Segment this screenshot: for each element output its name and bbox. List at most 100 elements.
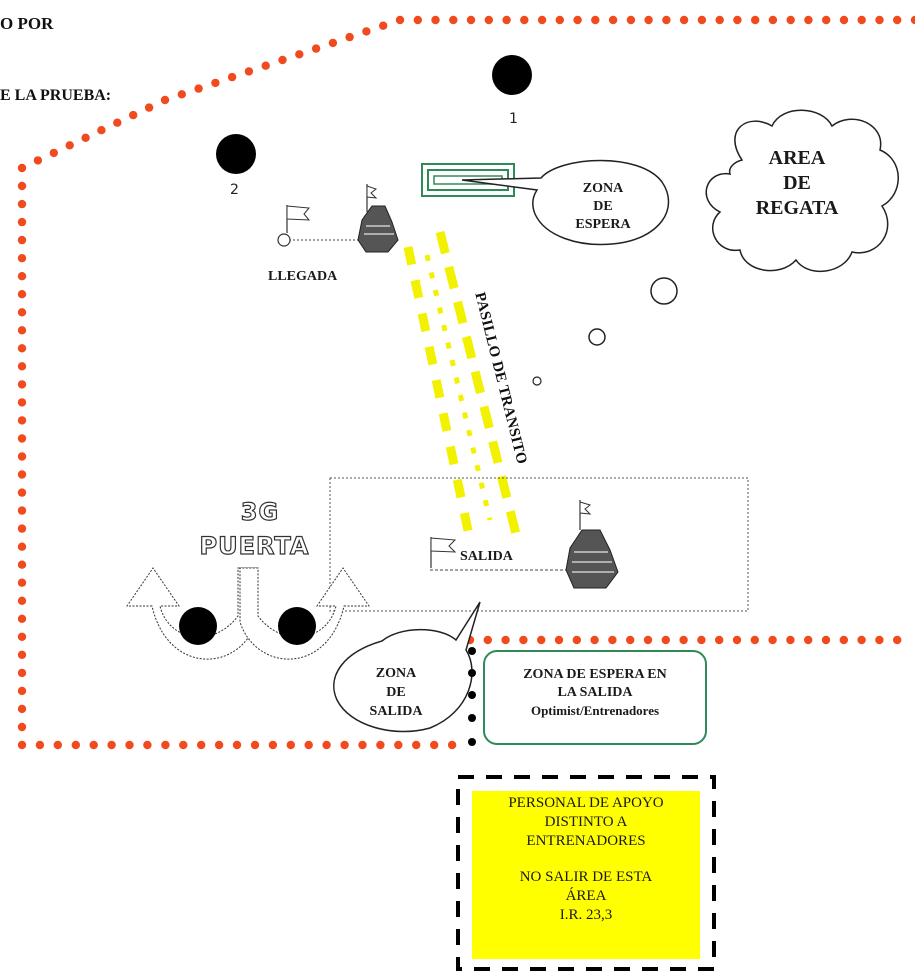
boundary-dot <box>910 15 915 25</box>
boundary-dot <box>144 103 154 112</box>
header-line-1: O POR <box>0 14 54 33</box>
mark-1 <box>492 55 532 95</box>
boundary-dot <box>591 15 600 25</box>
boundary-dot <box>17 434 27 443</box>
boundary-dot <box>97 126 106 135</box>
race-area-boundary <box>17 15 915 750</box>
llegada-label: LLEGADA <box>268 269 338 284</box>
boundary-dot <box>768 635 777 645</box>
boundary-dot <box>17 722 27 732</box>
boundary-dot <box>857 635 866 645</box>
boundary-dot <box>502 15 511 25</box>
boundary-dot <box>893 635 902 645</box>
boundary-dot <box>17 650 27 659</box>
boundary-dot <box>89 740 98 750</box>
boundary-dot <box>35 740 45 750</box>
salida-label: SALIDA <box>460 549 513 564</box>
boundary-dot <box>322 740 331 750</box>
finish-line <box>277 205 360 247</box>
boundary-dot <box>286 740 295 750</box>
boundary-dot <box>17 344 27 353</box>
boundary-dot <box>17 398 27 407</box>
boundary-dot <box>211 78 220 88</box>
boundary-dot <box>311 44 321 53</box>
boundary-dot <box>17 217 27 227</box>
support-personnel-area <box>456 775 716 971</box>
boundary-dot <box>608 635 617 645</box>
gate-mark-right <box>278 607 316 645</box>
boundary-dot <box>197 740 206 750</box>
boundary-dot <box>17 542 27 551</box>
mark-2 <box>216 134 256 174</box>
boundary-dot <box>261 61 270 70</box>
boundary-dot <box>250 740 260 750</box>
boundary-dot <box>537 15 547 25</box>
boundary-dot <box>244 67 254 76</box>
boundary-dot <box>768 15 778 25</box>
boundary-dot <box>160 95 170 105</box>
boundary-dot <box>857 15 866 25</box>
puerta-label: PUERTA <box>199 531 310 560</box>
boundary-dot <box>376 740 385 750</box>
callout-zona-salida <box>333 601 481 733</box>
boundary-dot <box>17 560 27 569</box>
boundary-dot <box>679 635 688 645</box>
boundary-dot <box>17 596 27 605</box>
boundary-dot <box>81 133 90 142</box>
boundary-dot <box>786 15 795 25</box>
boundary-dot <box>804 635 813 645</box>
boundary-dot <box>125 740 134 750</box>
cloud-bubble-medium <box>588 328 606 346</box>
boundary-dot <box>268 740 278 750</box>
boundary-dot <box>626 635 635 645</box>
boundary-dot <box>17 470 27 479</box>
boundary-dot <box>358 740 367 750</box>
gate-3g-label: 3G <box>240 497 280 526</box>
boundary-dot <box>804 15 813 25</box>
boundary-dot <box>17 614 27 623</box>
boundary-dot <box>17 686 27 696</box>
boundary-dot <box>715 635 724 645</box>
boundary-dot <box>143 740 152 750</box>
boundary-dot <box>161 740 170 750</box>
boundary-dot <box>644 15 653 25</box>
boundary-dot <box>227 72 237 82</box>
boundary-dot <box>17 308 27 317</box>
boundary-dot <box>17 199 27 209</box>
committee-boat-start <box>565 500 619 589</box>
cloud-bubble-small <box>532 376 542 386</box>
boundary-dot <box>17 272 27 281</box>
area-regata-label: AREA DE REGATA <box>755 147 839 219</box>
boundary-dot <box>17 524 27 533</box>
boundary-dot <box>17 578 27 587</box>
boundary-dot <box>537 635 546 645</box>
boundary-dot <box>17 181 27 191</box>
boundary-dot <box>751 15 760 25</box>
boundary-dot <box>449 15 458 25</box>
boundary-dot <box>17 326 27 335</box>
boundary-dot <box>626 15 636 25</box>
transit-lane <box>403 230 522 541</box>
boundary-dot <box>466 15 476 25</box>
boundary-dot <box>395 15 405 25</box>
boundary-dot <box>17 416 27 425</box>
boundary-dot <box>839 15 849 25</box>
waiting-zone-start-box <box>483 650 707 745</box>
boundary-dot <box>295 50 304 59</box>
zona-espera-label: ZONA DE ESPERA <box>575 181 631 232</box>
boundary-dot <box>49 148 58 158</box>
boundary-dot <box>483 635 492 645</box>
boundary-dot <box>379 21 388 30</box>
boundary-dot <box>554 635 564 645</box>
boundary-dot <box>519 635 528 645</box>
boundary-dot <box>501 635 510 645</box>
boundary-dot <box>590 635 599 645</box>
boundary-dot <box>484 15 493 25</box>
boundary-dot <box>194 84 203 93</box>
boundary-dot <box>107 740 116 750</box>
waiting-zone-separator <box>468 647 476 746</box>
boundary-dot <box>17 668 27 678</box>
boundary-dot <box>17 362 27 371</box>
boundary-dot <box>232 740 242 750</box>
gate-arrows <box>126 567 370 660</box>
